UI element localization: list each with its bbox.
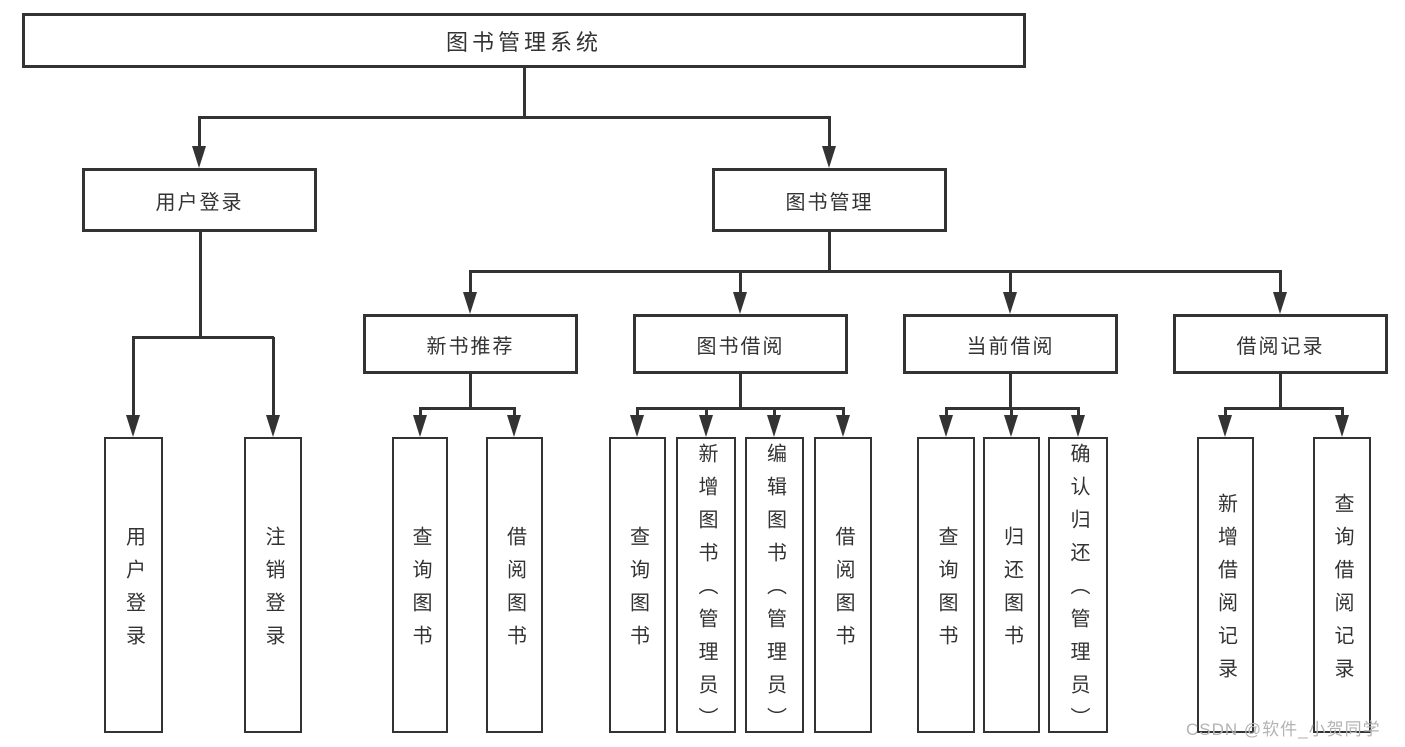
connector-newbooks-trunk — [468, 374, 472, 410]
connector-line — [1278, 271, 1282, 294]
leaf-records-query-label: 查询借阅记录 — [1331, 492, 1353, 691]
node-borrow-records-label: 借阅记录 — [1236, 335, 1325, 358]
connector-line — [1008, 271, 1012, 294]
connector-line — [773, 408, 776, 417]
connector-newbooks-bar — [418, 406, 516, 410]
connector-line — [1076, 408, 1080, 417]
connector-records-bar — [1224, 406, 1344, 410]
connector-line — [1010, 408, 1013, 417]
connector-line — [132, 337, 135, 417]
arrow-head-icon — [732, 292, 747, 314]
connector-bookborrow-bar — [636, 406, 845, 410]
connector-line — [827, 117, 831, 148]
leaf-newbooks-borrow: 借阅图书 — [486, 437, 543, 733]
node-root: 图书管理系统 — [22, 13, 1026, 68]
connector-line — [944, 408, 948, 417]
leaf-bookborrow-query-label: 查询图书 — [626, 525, 649, 658]
arrow-head-icon — [191, 146, 206, 168]
watermark: CSDN @软件_小贺同学 — [1186, 720, 1381, 739]
connector-line — [197, 117, 201, 148]
leaf-logout: 注销登录 — [244, 437, 302, 733]
connector-line — [1224, 408, 1227, 417]
node-new-books: 新书推荐 — [363, 314, 578, 374]
node-current-borrow-label: 当前借阅 — [966, 335, 1055, 358]
leaf-newbooks-query: 查询图书 — [392, 437, 448, 733]
leaf-bookborrow-query: 查询图书 — [609, 437, 666, 733]
arrow-head-icon — [507, 415, 521, 437]
arrow-head-icon — [938, 415, 953, 437]
leaf-bookborrow-edit: 编辑图书（管理员） — [745, 437, 804, 740]
arrow-head-icon — [1334, 415, 1349, 437]
arrow-head-icon — [630, 415, 644, 437]
arrow-head-icon — [1004, 415, 1018, 437]
node-user-login: 用户登录 — [82, 168, 317, 232]
node-current-borrow: 当前借阅 — [903, 314, 1118, 374]
connector-mgmt-trunk — [827, 232, 831, 273]
leaf-user-login: 用户登录 — [104, 437, 163, 733]
leaf-user-login-label: 用户登录 — [122, 525, 145, 658]
connector-root-trunk — [522, 68, 526, 118]
leaf-current-query: 查询图书 — [917, 437, 975, 733]
connector-line — [738, 271, 742, 294]
connector-line — [636, 408, 639, 417]
node-new-books-label: 新书推荐 — [426, 335, 515, 358]
connector-records-trunk — [1278, 374, 1282, 410]
leaf-records-add: 新增借阅记录 — [1197, 437, 1254, 733]
leaf-current-confirm: 确认归还（管理员） — [1048, 437, 1108, 740]
leaf-logout-label: 注销登录 — [262, 525, 284, 658]
leaf-bookborrow-edit-label: 编辑图书（管理员） — [763, 443, 786, 740]
leaf-current-query-label: 查询图书 — [935, 525, 957, 658]
node-book-mgmt: 图书管理 — [712, 168, 947, 232]
connector-mgmt-bar — [468, 269, 1282, 273]
arrow-head-icon — [412, 415, 427, 437]
leaf-records-add-label: 新增借阅记录 — [1214, 492, 1237, 691]
arrow-head-icon — [462, 292, 477, 314]
connector-line — [513, 408, 516, 417]
arrow-head-icon — [1002, 292, 1017, 314]
connector-currentborrow-trunk — [1008, 374, 1012, 410]
node-root-label: 图书管理系统 — [445, 29, 602, 55]
connector-user-bar — [132, 335, 274, 339]
arrow-head-icon — [767, 415, 781, 437]
leaf-bookborrow-add: 新增图书（管理员） — [676, 437, 736, 740]
arrow-head-icon — [698, 415, 713, 437]
arrow-head-icon — [1272, 292, 1287, 314]
leaf-bookborrow-borrow-label: 借阅图书 — [832, 525, 854, 658]
connector-line — [271, 337, 275, 417]
leaf-newbooks-query-label: 查询图书 — [409, 525, 431, 658]
leaf-bookborrow-borrow: 借阅图书 — [814, 437, 872, 733]
leaf-current-return-label: 归还图书 — [1000, 525, 1023, 658]
connector-line — [418, 408, 422, 417]
arrow-head-icon — [265, 415, 280, 437]
connector-line — [704, 408, 708, 417]
leaf-current-return: 归还图书 — [983, 437, 1040, 733]
node-book-borrow-label: 图书借阅 — [696, 335, 785, 358]
connector-user-trunk — [198, 232, 202, 338]
connector-bookborrow-trunk — [738, 374, 742, 410]
connector-root-bar — [197, 115, 831, 119]
arrow-head-icon — [126, 415, 140, 437]
arrow-head-icon — [1070, 415, 1085, 437]
connector-line — [841, 408, 845, 417]
leaf-newbooks-borrow-label: 借阅图书 — [503, 525, 526, 658]
node-book-borrow: 图书借阅 — [633, 314, 848, 374]
leaf-current-confirm-label: 确认归还（管理员） — [1067, 443, 1089, 740]
connector-line — [1340, 408, 1344, 417]
arrow-head-icon — [835, 415, 850, 437]
leaf-bookborrow-add-label: 新增图书（管理员） — [695, 443, 717, 740]
connector-line — [468, 271, 472, 294]
arrow-head-icon — [821, 146, 836, 168]
node-book-mgmt-label: 图书管理 — [785, 191, 874, 214]
leaf-records-query: 查询借阅记录 — [1313, 437, 1371, 733]
node-borrow-records: 借阅记录 — [1173, 314, 1388, 374]
node-user-login-label: 用户登录 — [155, 191, 244, 214]
arrow-head-icon — [1218, 415, 1232, 437]
